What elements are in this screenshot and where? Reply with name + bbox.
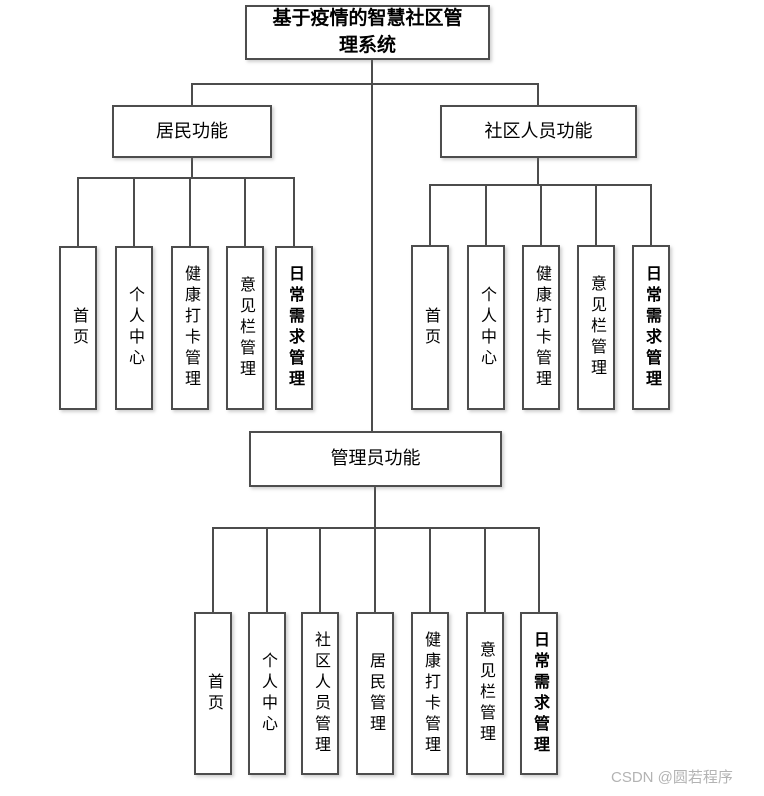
- res-node-health-checkin-management: 健康打卡管理: [171, 246, 209, 410]
- node-label: 个人中心: [478, 285, 495, 370]
- node-label: 健康打卡管理: [422, 630, 439, 757]
- admin-node-personal-center: 个人中心: [248, 612, 286, 775]
- node-title: 基于疫情的智慧社区管 理系统: [245, 5, 490, 60]
- connector-line: [485, 184, 487, 245]
- res-node-personal-center: 个人中心: [115, 246, 153, 410]
- node-label: 管理员功能: [330, 448, 421, 469]
- admin-node-health-checkin-management: 健康打卡管理: [411, 612, 449, 775]
- node-label: 社区人员管理: [312, 630, 329, 757]
- res-node-home: 首页: [59, 246, 97, 410]
- node-label: 个人中心: [126, 286, 143, 370]
- node-label: 日常需求管理: [286, 265, 303, 391]
- admin-node-daily-needs-management: 日常需求管理: [520, 612, 558, 775]
- connector-line: [374, 487, 376, 528]
- node-label: 日常需求管理: [531, 630, 548, 757]
- node-label: 意见栏管理: [477, 641, 494, 746]
- admin-node-resident-management: 居民管理: [356, 612, 394, 775]
- connector-line: [537, 158, 539, 185]
- connector-line: [374, 527, 376, 612]
- connector-line: [538, 527, 540, 612]
- node-label: 居民功能: [156, 120, 228, 141]
- admin-node-community-staff-management: 社区人员管理: [301, 612, 339, 775]
- connector-line: [77, 177, 79, 246]
- connector-line: [484, 527, 486, 612]
- node-admin-functions: 管理员功能: [249, 431, 502, 487]
- connector-line: [191, 83, 539, 85]
- node-title-line1: 基于疫情的智慧社区管: [272, 7, 463, 29]
- node-label: 健康打卡管理: [533, 264, 550, 391]
- connector-line: [540, 184, 542, 245]
- node-title-line2: 理系统: [338, 34, 396, 56]
- staff-node-home: 首页: [411, 245, 449, 410]
- staff-node-health-checkin-management: 健康打卡管理: [522, 245, 560, 410]
- staff-node-daily-needs-management: 日常需求管理: [632, 245, 670, 410]
- connector-line: [371, 60, 373, 431]
- node-label: 个人中心: [259, 651, 276, 736]
- connector-line: [537, 83, 539, 105]
- node-label: 健康打卡管理: [182, 265, 199, 391]
- node-community-staff-functions: 社区人员功能: [440, 105, 637, 158]
- connector-line: [319, 527, 321, 612]
- connector-line: [212, 527, 214, 612]
- connector-line: [429, 527, 431, 612]
- connector-line: [595, 184, 597, 245]
- connector-line: [212, 527, 540, 529]
- res-node-opinion-board-management: 意见栏管理: [226, 246, 264, 410]
- connector-line: [429, 184, 431, 245]
- connector-line: [189, 177, 191, 246]
- admin-node-home: 首页: [194, 612, 232, 775]
- node-label: 意见栏管理: [588, 275, 605, 380]
- node-label: 意见栏管理: [237, 275, 254, 381]
- node-resident-functions: 居民功能: [112, 105, 272, 158]
- staff-node-personal-center: 个人中心: [467, 245, 505, 410]
- node-label: 日常需求管理: [643, 264, 660, 391]
- connector-line: [650, 184, 652, 245]
- res-node-daily-needs-management: 日常需求管理: [275, 246, 313, 410]
- connector-line: [293, 177, 295, 246]
- node-label: 首页: [422, 306, 439, 349]
- node-label: 社区人员功能: [484, 120, 593, 141]
- connector-line: [191, 158, 193, 178]
- node-label: 居民管理: [367, 651, 384, 736]
- node-label: 首页: [205, 672, 222, 715]
- connector-line: [191, 83, 193, 105]
- watermark: CSDN @圆若程序: [611, 769, 733, 786]
- staff-node-opinion-board-management: 意见栏管理: [577, 245, 615, 410]
- connector-line: [77, 177, 295, 179]
- connector-line: [133, 177, 135, 246]
- connector-line: [266, 527, 268, 612]
- connector-line: [244, 177, 246, 246]
- admin-node-opinion-board-management: 意见栏管理: [466, 612, 504, 775]
- node-label: 首页: [70, 307, 87, 349]
